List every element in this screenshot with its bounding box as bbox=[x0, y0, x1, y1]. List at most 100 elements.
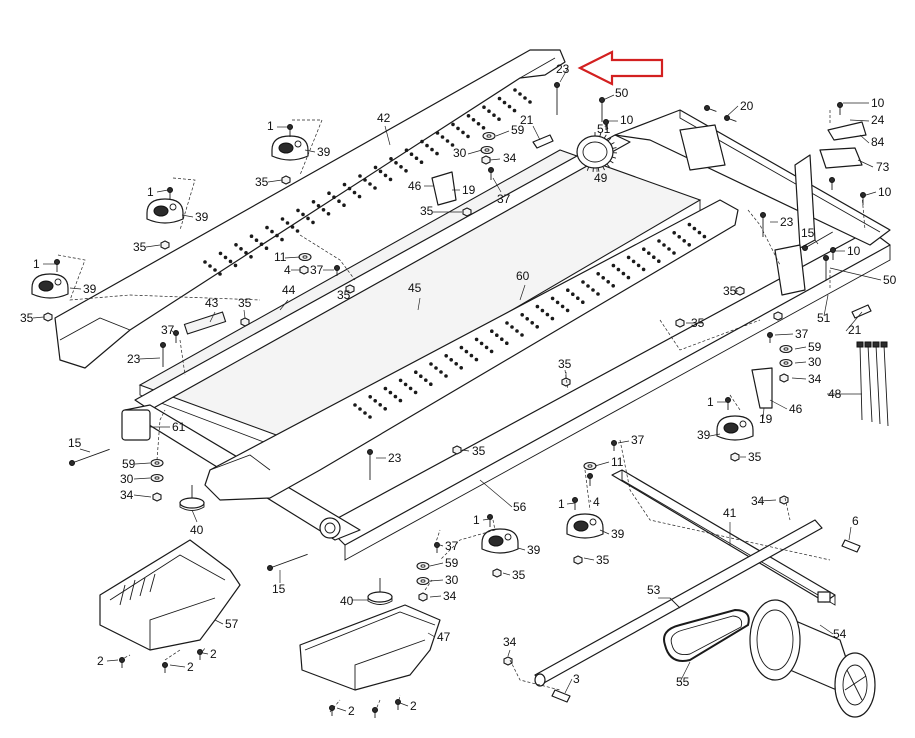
drive-belt bbox=[663, 608, 750, 662]
rail-hole bbox=[507, 104, 512, 109]
rail-hole bbox=[657, 239, 661, 243]
leader-line bbox=[479, 479, 513, 508]
washer-hole bbox=[783, 361, 789, 365]
callout-30: 30 bbox=[445, 573, 459, 587]
callout-39: 39 bbox=[83, 282, 97, 296]
callout-50: 50 bbox=[615, 86, 629, 100]
leader-line bbox=[461, 449, 470, 452]
rail-hole bbox=[692, 226, 697, 231]
rail-hole bbox=[476, 122, 481, 126]
callout-41: 41 bbox=[723, 506, 737, 520]
callout-61: 61 bbox=[172, 420, 186, 434]
rail-hole bbox=[378, 169, 383, 174]
rail-hole bbox=[414, 370, 418, 375]
foot-wheel bbox=[573, 520, 589, 532]
callout-30: 30 bbox=[808, 355, 822, 369]
leader-line bbox=[848, 526, 852, 541]
rail-hole bbox=[203, 260, 207, 264]
drive-motor bbox=[749, 599, 876, 718]
foot-wheel bbox=[723, 422, 739, 434]
leader-line bbox=[169, 664, 186, 668]
leader-line bbox=[181, 214, 194, 218]
pulley-tooth bbox=[599, 132, 602, 137]
nut bbox=[675, 318, 685, 328]
elevation-foot bbox=[31, 273, 69, 299]
nut bbox=[561, 377, 571, 387]
rail-hole bbox=[264, 246, 269, 250]
callout-42: 42 bbox=[377, 111, 391, 125]
rail-hole bbox=[218, 272, 222, 276]
nut bbox=[735, 286, 745, 296]
rail-hole bbox=[657, 259, 661, 264]
foot-bolt-hole bbox=[169, 203, 177, 211]
foot-wheel bbox=[38, 280, 54, 292]
rail-hole bbox=[479, 341, 484, 346]
nut bbox=[462, 207, 472, 217]
rail-hole bbox=[290, 225, 295, 229]
rail-hole bbox=[530, 321, 534, 325]
rail-hole bbox=[373, 165, 378, 170]
screw-head bbox=[599, 97, 605, 103]
callout-34: 34 bbox=[120, 488, 134, 502]
rail-hole bbox=[352, 190, 357, 195]
rail-hole bbox=[383, 386, 388, 391]
callout-1: 1 bbox=[33, 257, 40, 271]
washer-hole bbox=[420, 564, 426, 568]
nut bbox=[160, 240, 170, 250]
rail-hole bbox=[223, 255, 228, 260]
screw-head bbox=[167, 187, 173, 193]
leader-line bbox=[156, 189, 169, 193]
screw-head bbox=[162, 662, 168, 668]
rail-hole bbox=[489, 349, 494, 354]
rail-hole bbox=[512, 108, 517, 113]
callout-37: 37 bbox=[445, 539, 459, 553]
rail-hole bbox=[469, 353, 474, 358]
rail-hole bbox=[321, 208, 326, 212]
rail-hole bbox=[239, 247, 243, 251]
rail-hole bbox=[342, 182, 347, 187]
callout-60: 60 bbox=[516, 269, 530, 283]
left-foot-rail bbox=[54, 49, 566, 369]
rail-hole bbox=[672, 231, 676, 235]
callout-35: 35 bbox=[512, 568, 526, 582]
callout-40: 40 bbox=[340, 594, 354, 608]
rail-hole bbox=[363, 178, 367, 182]
rail-hole bbox=[492, 113, 496, 117]
callout-21: 21 bbox=[848, 323, 862, 337]
leader-line bbox=[482, 518, 491, 521]
rail-hole bbox=[213, 268, 217, 272]
rail-hole bbox=[316, 204, 321, 208]
leader-line bbox=[791, 377, 807, 380]
pin bbox=[532, 134, 554, 149]
screw-head bbox=[267, 565, 273, 571]
leader-line bbox=[819, 624, 834, 635]
leveling-foot-left bbox=[179, 485, 205, 511]
callout-39: 39 bbox=[195, 210, 209, 224]
callout-59: 59 bbox=[122, 457, 136, 471]
screw-head bbox=[724, 115, 730, 121]
leader-line bbox=[106, 659, 119, 662]
screw-head bbox=[197, 649, 203, 655]
callout-1: 1 bbox=[707, 395, 714, 409]
nut bbox=[773, 311, 783, 321]
leader-line bbox=[583, 557, 595, 561]
callout-21: 21 bbox=[520, 113, 534, 127]
callout-34: 34 bbox=[503, 635, 517, 649]
washer-hole bbox=[486, 134, 492, 138]
callout-19: 19 bbox=[759, 412, 773, 426]
leader-line bbox=[495, 130, 510, 137]
callout-35: 35 bbox=[596, 553, 610, 567]
callout-24: 24 bbox=[871, 113, 885, 127]
nut bbox=[452, 445, 462, 455]
rail-hole bbox=[445, 139, 450, 143]
main-frame bbox=[121, 109, 891, 561]
washer bbox=[416, 576, 430, 586]
rail-hole bbox=[642, 247, 646, 251]
leader-line bbox=[304, 149, 316, 153]
rail-hole bbox=[254, 238, 259, 242]
leader-line bbox=[267, 179, 283, 183]
rail-hole bbox=[285, 221, 290, 225]
callout-3: 3 bbox=[573, 672, 580, 686]
pulley-tooth bbox=[611, 156, 617, 159]
